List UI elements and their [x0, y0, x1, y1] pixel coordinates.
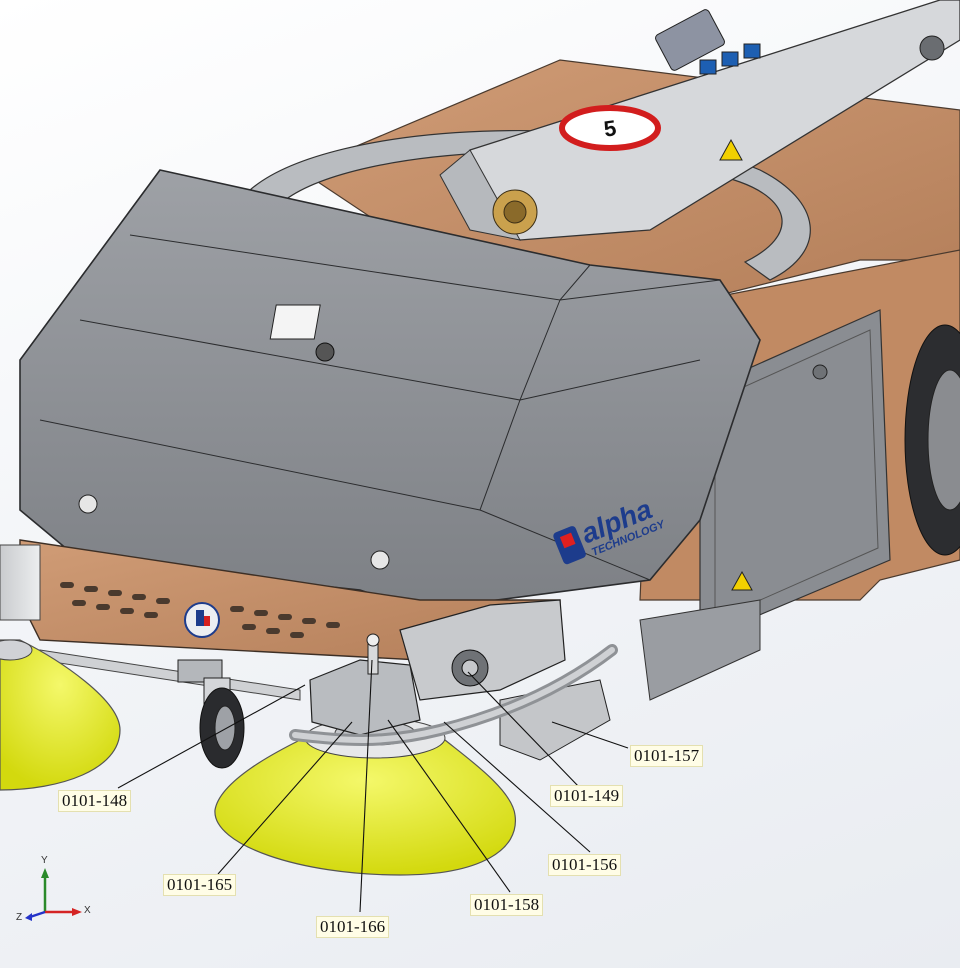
callout-0101-148: 0101-148 [58, 790, 132, 812]
callout-0101-149: 0101-149 [550, 785, 624, 807]
left-brush [0, 639, 121, 791]
leader-0101-149 [467, 671, 581, 789]
leader-0101-158 [387, 719, 511, 893]
caster-wheel [177, 659, 245, 769]
axis-y-label: Y [41, 855, 48, 866]
coordinate-triad [25, 868, 82, 921]
leader-lines [117, 659, 629, 913]
leader-0101-148 [117, 684, 306, 789]
callout-0101-158: 0101-158 [470, 894, 544, 916]
leader-0101-166 [359, 659, 373, 913]
front-hood: alpha TECHNOLOGY [19, 169, 761, 611]
leader-0101-157 [551, 721, 629, 749]
callout-0101-156: 0101-156 [548, 854, 622, 876]
leader-0101-156 [443, 721, 591, 853]
axis-x-label: X [84, 905, 91, 916]
tow-arm: 5 [439, 0, 960, 241]
speed-sign-value: 5 [602, 115, 618, 141]
left-frame-rail [0, 544, 301, 701]
callout-0101-165: 0101-165 [163, 874, 237, 896]
axis-z-label: Z [16, 912, 23, 923]
callout-0101-166: 0101-166 [316, 916, 390, 938]
callout-0101-157: 0101-157 [630, 745, 704, 767]
leader-0101-165 [217, 721, 353, 875]
